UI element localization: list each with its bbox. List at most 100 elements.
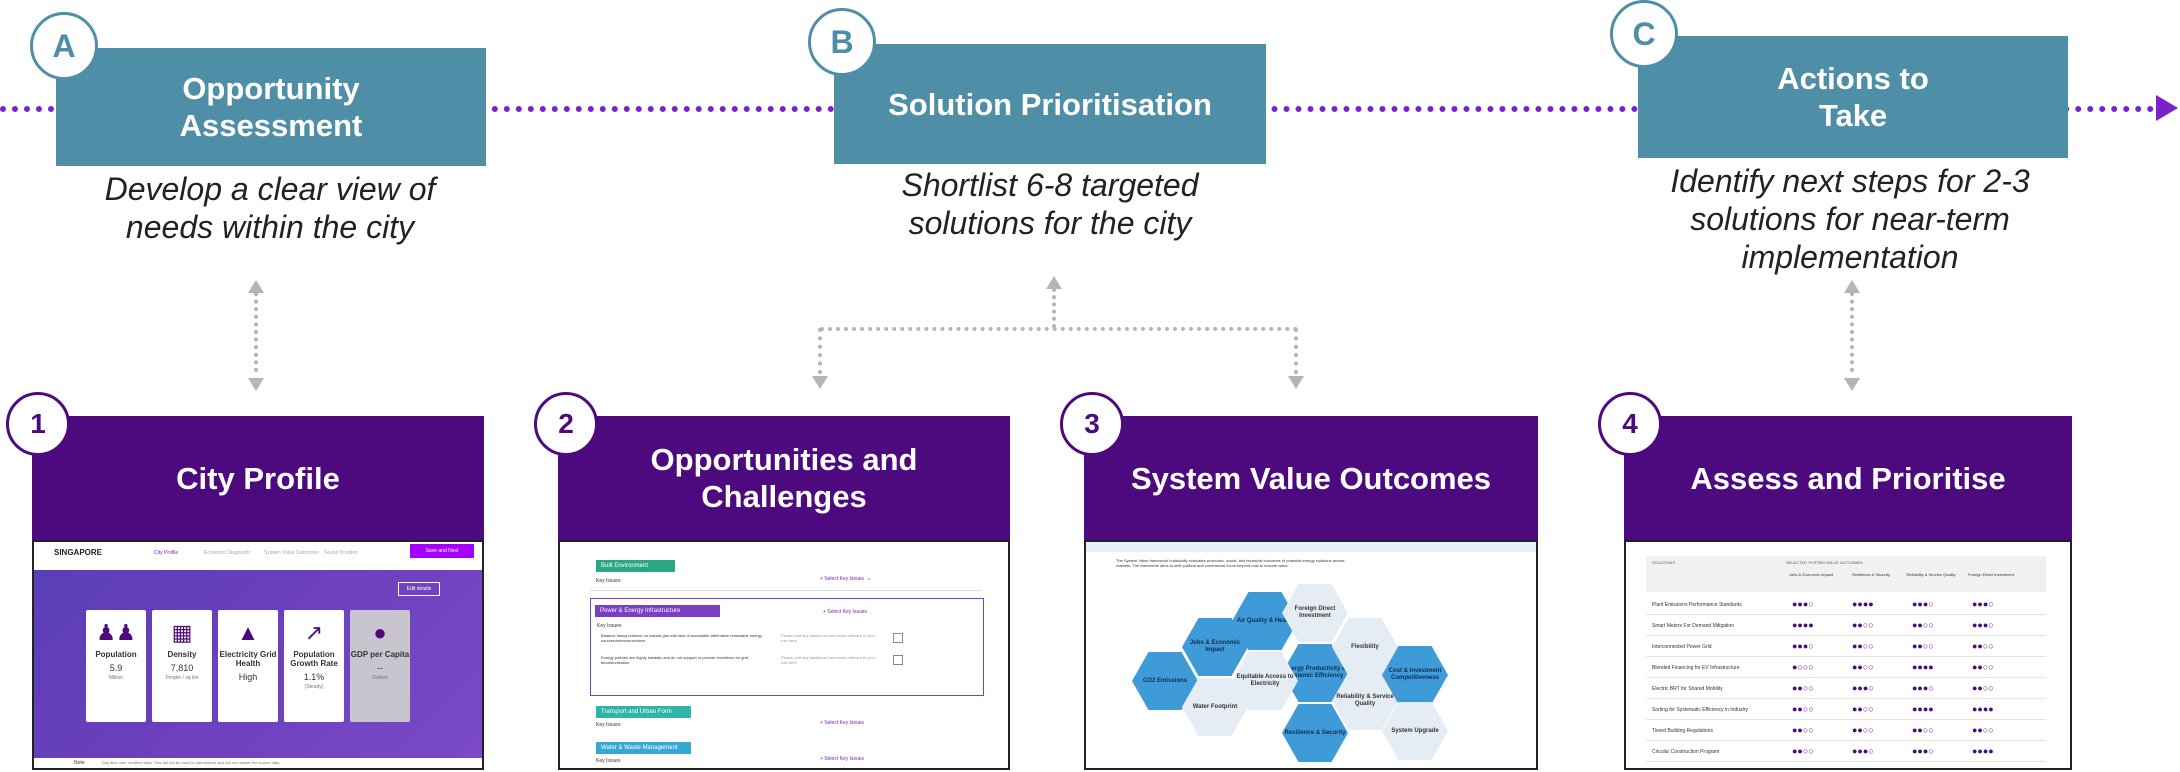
hex-cost-investment[interactable]: Cost & Investment Competitiveness (1382, 646, 1448, 704)
solution-label: Smart Meters For Demand Mitigation (1652, 623, 1734, 629)
city-name: SINGAPORE (54, 548, 103, 557)
table-row: Sorting for Systematic Efficiency in Ind… (1646, 703, 2046, 720)
issue-2: Energy policies are highly inelastic and… (601, 655, 748, 665)
connector-b-horizontal-line (820, 327, 1298, 331)
score-dots: ●●○○ (1792, 725, 1814, 735)
score-dots: ●●○○ (1852, 620, 1874, 630)
score-dots: ●●●● (1852, 599, 1874, 609)
table-row: Smart Meters For Demand Mitigation ●●●● ●●… (1646, 619, 2046, 636)
stage-b-letter: B (808, 8, 876, 76)
section-transport[interactable]: Transport and Urban Form (596, 706, 691, 718)
solution-label: Electric BRT for Shared Mobility (1652, 686, 1723, 692)
score-dots: ●●○○ (1912, 641, 1934, 651)
hex-label: Reliability & Service Quality (1336, 694, 1394, 707)
kpi-growth-rate-unit: (Steady) (304, 684, 324, 690)
score-dots: ●●●○ (1792, 599, 1814, 609)
select-key-issues-4[interactable]: + Select Key Issues (820, 756, 865, 762)
hex-water-footprint[interactable]: Water Footprint (1182, 678, 1248, 736)
hex-jobs[interactable]: Jobs & Economic Impact (1182, 618, 1248, 676)
table-row: Electric BRT for Shared Mobility●●○○●●●○… (1646, 682, 2046, 699)
connector-a-line (254, 292, 258, 372)
col-solutions: SOLUTIONS (1652, 560, 1676, 565)
buildings-icon: ▦ (171, 620, 193, 645)
section-power-energy[interactable]: Power & Energy Infrastructure (595, 605, 720, 617)
save-next-button[interactable]: Save and Next (410, 544, 474, 558)
score-dots: ●●○○ (1972, 725, 1994, 735)
comment-field-2[interactable]: Please add any additional comments relev… (781, 655, 876, 665)
delete-icon[interactable] (893, 655, 903, 665)
score-dots: ●●○○ (1852, 704, 1874, 714)
kpi-grid-health-title: Electricity Grid Health (219, 650, 277, 668)
kpi-population-title: Population (95, 650, 137, 659)
connector-c-down-arrow-icon (1844, 378, 1860, 391)
city-profile-screenshot: SINGAPORE City Profile Economic Diagnost… (32, 540, 484, 770)
kpi-density: ▦ Density 7,810 People / sq km (152, 610, 212, 722)
stage-c-box: Actions to Take (1638, 36, 2068, 158)
connector-a-up-arrow-icon (248, 280, 264, 293)
stage-b-box: Solution Prioritisation (834, 44, 1266, 164)
stage-a-description: Develop a clear view of needs within the… (104, 171, 436, 245)
connector-b-right-line (1294, 328, 1298, 374)
step-2-title: Opportunities and Challenges (650, 442, 918, 514)
connector-b-up-arrow-icon (1046, 276, 1062, 289)
section-built-environment[interactable]: Built Environment (596, 560, 675, 572)
kpi-grid-health-value: High (238, 672, 258, 682)
score-dots: ●●○○ (1852, 662, 1874, 672)
kpi-grid-health: ▲ Electricity Grid Health High (218, 610, 278, 722)
comment-field-1[interactable]: Please add any additional comments relev… (781, 633, 876, 643)
power-energy-panel: Power & Energy Infrastructure + Select K… (590, 598, 984, 696)
hex-foreign-investment[interactable]: Foreign Direct Investment (1282, 584, 1348, 642)
hex-label: Air Quality & Health (1236, 617, 1294, 624)
hex-label: Equitable Access to Electricity (1236, 674, 1294, 687)
step-2-number: 2 (534, 392, 598, 456)
table-header: SOLUTIONS SELECTED SYSTEM VALUE OUTCOMES… (1646, 556, 2046, 592)
nav-economic-diagnostic[interactable]: Economic Diagnostic (204, 550, 251, 556)
screenshot-1-body: Edit details ♟♟ Population 5.9 Million ▦… (34, 570, 482, 760)
hex-resilience[interactable]: Resilience & Security (1282, 704, 1348, 762)
select-key-issues-2[interactable]: + Select Key Issues (823, 609, 868, 615)
table-row: Tiered Building Regulations●●○○●●○○●●○○●… (1646, 724, 2046, 741)
kpi-population: ♟♟ Population 5.9 Million (86, 610, 146, 722)
kpi-population-unit: Million (108, 675, 124, 681)
row-divider (1646, 635, 2046, 636)
score-dots: ●●○○ (1972, 683, 1994, 693)
hex-label: Jobs & Economic Impact (1189, 640, 1241, 653)
kpi-growth-rate-title: Population Growth Rate (290, 650, 338, 668)
connector-b-right-down-arrow-icon (1288, 376, 1304, 389)
score-dots: ●●●● (1912, 704, 1934, 714)
score-dots: ●●●○ (1792, 641, 1814, 651)
coins-icon: ● (373, 620, 387, 645)
screenshot-1-header: SINGAPORE City Profile Economic Diagnost… (34, 542, 482, 571)
score-dots: ●●●○ (1912, 746, 1934, 756)
table-row: Plant Emissions Performance Standards●●●… (1646, 598, 2046, 615)
hex-label: Energy Productivity & Systemic Efficienc… (1283, 666, 1347, 679)
row-divider (1646, 719, 2046, 720)
solution-label: Tiered Building Regulations (1652, 728, 1713, 734)
nav-city-profile[interactable]: City Profile (154, 550, 179, 556)
score-dots: ●●○○ (1792, 704, 1814, 714)
step-3-box: System Value Outcomes (1084, 416, 1538, 540)
issue-1: Balance heavy reliance on natural gas wi… (601, 633, 762, 643)
col-resilience: Resilience & Security (1852, 572, 1890, 577)
chevron-down-icon[interactable]: ⌄ (866, 575, 872, 582)
kpi-density-value: 7,810 (170, 663, 194, 673)
score-dots: ●●○○ (1912, 725, 1934, 735)
kpi-gdp-unit: Dollars (372, 675, 388, 681)
step-2-box: Opportunities and Challenges (558, 416, 1010, 540)
kpi-gdp-title: GDP per Capita (350, 650, 410, 659)
col-fdi: Foreign Direct Investment (1968, 572, 2014, 577)
key-issues-label-4: Key Issues (596, 758, 621, 764)
section-water-waste[interactable]: Water & Waste Management (596, 742, 691, 754)
edit-details-button[interactable]: Edit details (398, 582, 440, 596)
nav-sound-position[interactable]: Sound Position (324, 550, 358, 556)
stage-a-letter: A (30, 12, 98, 80)
key-issues-label-3: Key Issues (596, 722, 621, 728)
row-divider (1646, 761, 2046, 762)
select-key-issues-1[interactable]: + Select Key Issues (820, 576, 865, 582)
delete-icon[interactable] (893, 633, 903, 643)
stage-c-title: Actions to Take (1777, 61, 1929, 133)
nav-system-value-outcomes[interactable]: System Value Outcomes (264, 550, 319, 556)
hex-system-upgrade[interactable]: System Upgrade (1382, 702, 1448, 760)
select-key-issues-3[interactable]: + Select Key Issues (820, 720, 865, 726)
score-dots: ●●●● (1792, 620, 1814, 630)
